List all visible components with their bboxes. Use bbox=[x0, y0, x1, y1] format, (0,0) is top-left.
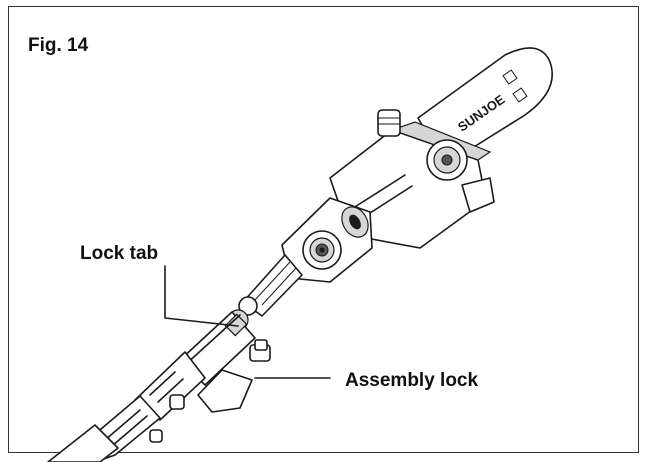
assembly-lock-callout: Assembly lock bbox=[345, 370, 479, 391]
lock-tab-callout: Lock tab bbox=[80, 243, 159, 264]
callout-leaders bbox=[164, 265, 331, 379]
figure-title: Fig. 14 bbox=[28, 35, 89, 56]
saw-bar: SUNJOE bbox=[417, 47, 554, 166]
gear-housing bbox=[281, 197, 373, 283]
lower-pole bbox=[47, 351, 206, 462]
lock-tab-leader bbox=[164, 265, 239, 327]
